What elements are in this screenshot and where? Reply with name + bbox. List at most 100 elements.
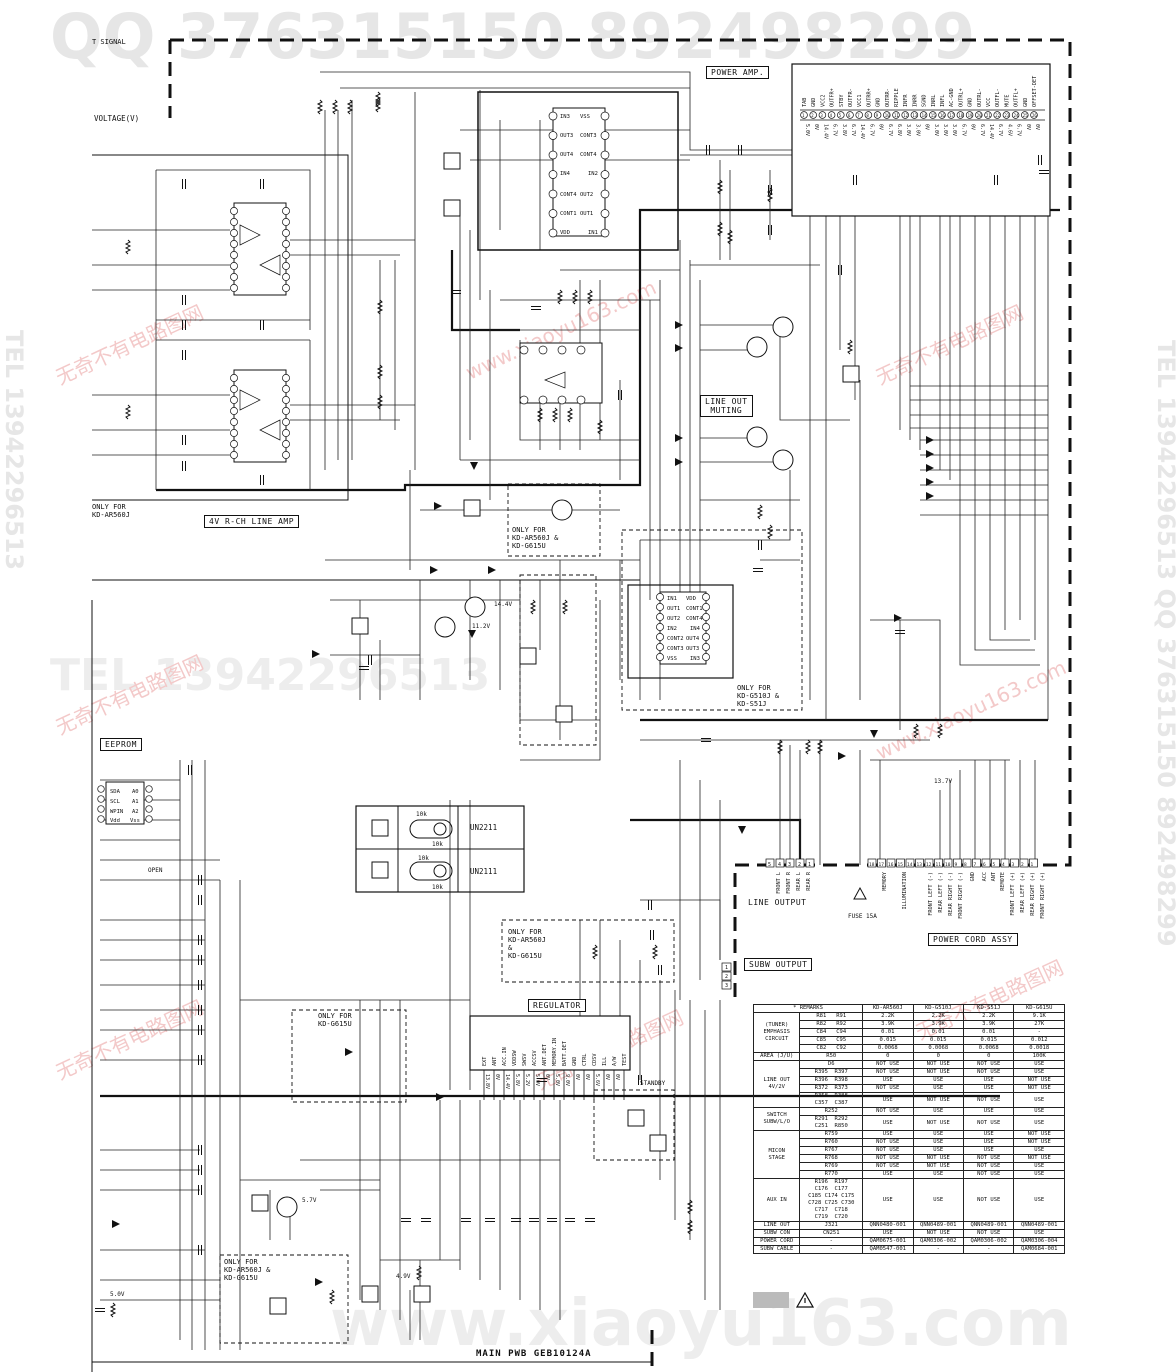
main-pwb-title: MAIN PWB GEB10124A bbox=[476, 1349, 592, 1359]
resistor bbox=[571, 289, 579, 305]
power-amp-pin-voltage: 5.0V bbox=[804, 124, 810, 136]
driver-ic-pin bbox=[600, 228, 610, 238]
line-amp-pin bbox=[230, 207, 238, 215]
power-cord-pin-label: ACC bbox=[982, 872, 988, 881]
power-amp-pin-voltage: 6.7V bbox=[832, 124, 838, 136]
power-amp-pin-number: 4 bbox=[830, 113, 833, 118]
usage-cell: USE bbox=[1013, 1068, 1065, 1077]
power-amp-pin bbox=[910, 111, 919, 119]
svg-text:CONT4: CONT4 bbox=[686, 616, 703, 622]
resistor bbox=[331, 99, 339, 115]
subw-pin bbox=[721, 971, 732, 981]
line-output-pin-label: REAR R bbox=[806, 871, 812, 891]
only-for-ar560j-g615u-note-b: ONLY FOR KD-AR560J & KD-G615U bbox=[508, 928, 546, 960]
usage-cell: USE bbox=[962, 1076, 1015, 1085]
power-amp-pin-voltage: 0V bbox=[1025, 124, 1031, 130]
usage-cell: QAM0675-001 bbox=[862, 1237, 914, 1246]
usage-cell: NOT USE bbox=[962, 1229, 1015, 1238]
power-amp-pin-number: 7 bbox=[857, 113, 860, 118]
part-ref-cell: R760 bbox=[799, 1138, 864, 1147]
power-amp-pin-number: 13 bbox=[912, 113, 917, 118]
switch-ic-pin bbox=[656, 623, 664, 631]
part-ref-cell: R196 R197 C176 C177 C185 C174 C175 C728 … bbox=[799, 1178, 864, 1222]
voltage-label: VOLTAGE(V) bbox=[94, 114, 139, 123]
line-output-pin-number: 3 bbox=[788, 862, 791, 868]
part-ref-cell: CN251 bbox=[799, 1229, 864, 1238]
open-label: OPEN bbox=[148, 867, 163, 874]
resistor bbox=[596, 419, 604, 435]
regulator-pin-label: ILL bbox=[602, 1057, 608, 1066]
usage-cell: USE bbox=[962, 1146, 1015, 1155]
power-amp-pin-number: 5 bbox=[839, 113, 842, 118]
resistor bbox=[566, 407, 574, 423]
usage-cell: 0.0018 bbox=[1013, 1044, 1065, 1053]
usage-cell: NOT USE bbox=[962, 1092, 1015, 1108]
power-amp-pin bbox=[947, 111, 955, 119]
usage-cell: USE bbox=[912, 1146, 965, 1155]
resistor bbox=[415, 1265, 423, 1281]
switch-ic-pin bbox=[656, 643, 664, 651]
svg-text:VSS: VSS bbox=[667, 656, 677, 662]
power-amp-pin bbox=[919, 111, 928, 119]
svg-text:OUT3: OUT3 bbox=[560, 133, 573, 139]
svg-text:A0: A0 bbox=[132, 789, 139, 795]
usage-cell: 3.9K bbox=[862, 1020, 914, 1029]
part-ref-cell: R372 R373 bbox=[799, 1084, 864, 1093]
power-amp-pin-voltage: 3.8V bbox=[841, 124, 847, 136]
resistor bbox=[686, 1199, 694, 1215]
power-amp-pin-number: 1 bbox=[802, 113, 805, 118]
usage-cell: USE bbox=[912, 1170, 965, 1179]
power-cord-pin bbox=[924, 858, 934, 868]
power-amp-pin-number: 22 bbox=[995, 113, 1000, 118]
power-amp-pin-label: INFL bbox=[940, 95, 946, 108]
part-ref-cell: C82 C92 bbox=[799, 1044, 864, 1053]
resistor bbox=[124, 239, 132, 255]
power-amp-pin bbox=[965, 111, 974, 119]
regulator-pin-label: GND bbox=[572, 1057, 578, 1066]
usage-cell: USE bbox=[1013, 1115, 1065, 1131]
power-amp-pin bbox=[883, 111, 891, 119]
mute-ic-pin bbox=[538, 345, 548, 355]
svg-text:SCL: SCL bbox=[110, 799, 121, 805]
resistor bbox=[556, 289, 564, 305]
part-ref-cell: R81 R91 bbox=[799, 1012, 864, 1021]
regulator-pin-label: VDDSW bbox=[512, 1050, 518, 1066]
part-ref-cell: R770 bbox=[799, 1170, 864, 1179]
regulator-pin-label: ACC.IN bbox=[502, 1047, 508, 1066]
power-amp-pin-number: 16 bbox=[940, 113, 945, 118]
watermark-bottom: www.xiaoyu163.com bbox=[330, 1287, 1072, 1361]
power-cord-pin bbox=[981, 858, 991, 868]
line-amp-pin bbox=[282, 218, 290, 226]
part-ref-cell: J321 bbox=[799, 1221, 864, 1230]
power-cord-pin bbox=[991, 858, 1000, 868]
usage-cell: USE bbox=[962, 1084, 1015, 1093]
switch-ic-pin bbox=[702, 613, 710, 621]
usage-cell: USE bbox=[862, 1130, 914, 1139]
line-output-pin bbox=[805, 858, 815, 868]
line-amp-pin bbox=[230, 273, 238, 281]
usage-cell: 0.01 bbox=[962, 1028, 1015, 1037]
resistor bbox=[816, 739, 824, 755]
power-amp-pin-label: GND bbox=[876, 98, 882, 107]
power-amp-pin-label: STBY bbox=[839, 94, 845, 107]
power-amp-pin-label: OFFSET-DET bbox=[1032, 76, 1038, 107]
power-amp-pin-number: 24 bbox=[1014, 113, 1019, 118]
power-amp-pin-voltage: 6.7V bbox=[997, 124, 1003, 136]
subw-pin bbox=[721, 980, 732, 990]
line-output-pin-number: 4 bbox=[778, 862, 781, 868]
usage-cell: NOT USE bbox=[962, 1162, 1015, 1171]
power-amp-pin-voltage: 4.6V bbox=[1006, 124, 1012, 136]
power-amp-pin bbox=[892, 111, 900, 119]
usage-cell: 9.1K bbox=[1013, 1012, 1065, 1021]
regulator-pin-label: CDSV bbox=[592, 1054, 598, 1067]
power-cord-pin bbox=[934, 858, 943, 868]
usage-cell: QAM0306-004 bbox=[1013, 1237, 1065, 1246]
power-cord-pin-number: 8 bbox=[964, 862, 967, 868]
switch-ic-pin bbox=[656, 603, 664, 611]
usage-cell: USE bbox=[1013, 1107, 1065, 1116]
usage-cell: 3.9K bbox=[962, 1020, 1015, 1029]
regulator-pin-label: TEST bbox=[622, 1054, 628, 1067]
regulator-pin-voltage: 5.0V bbox=[534, 1074, 540, 1086]
